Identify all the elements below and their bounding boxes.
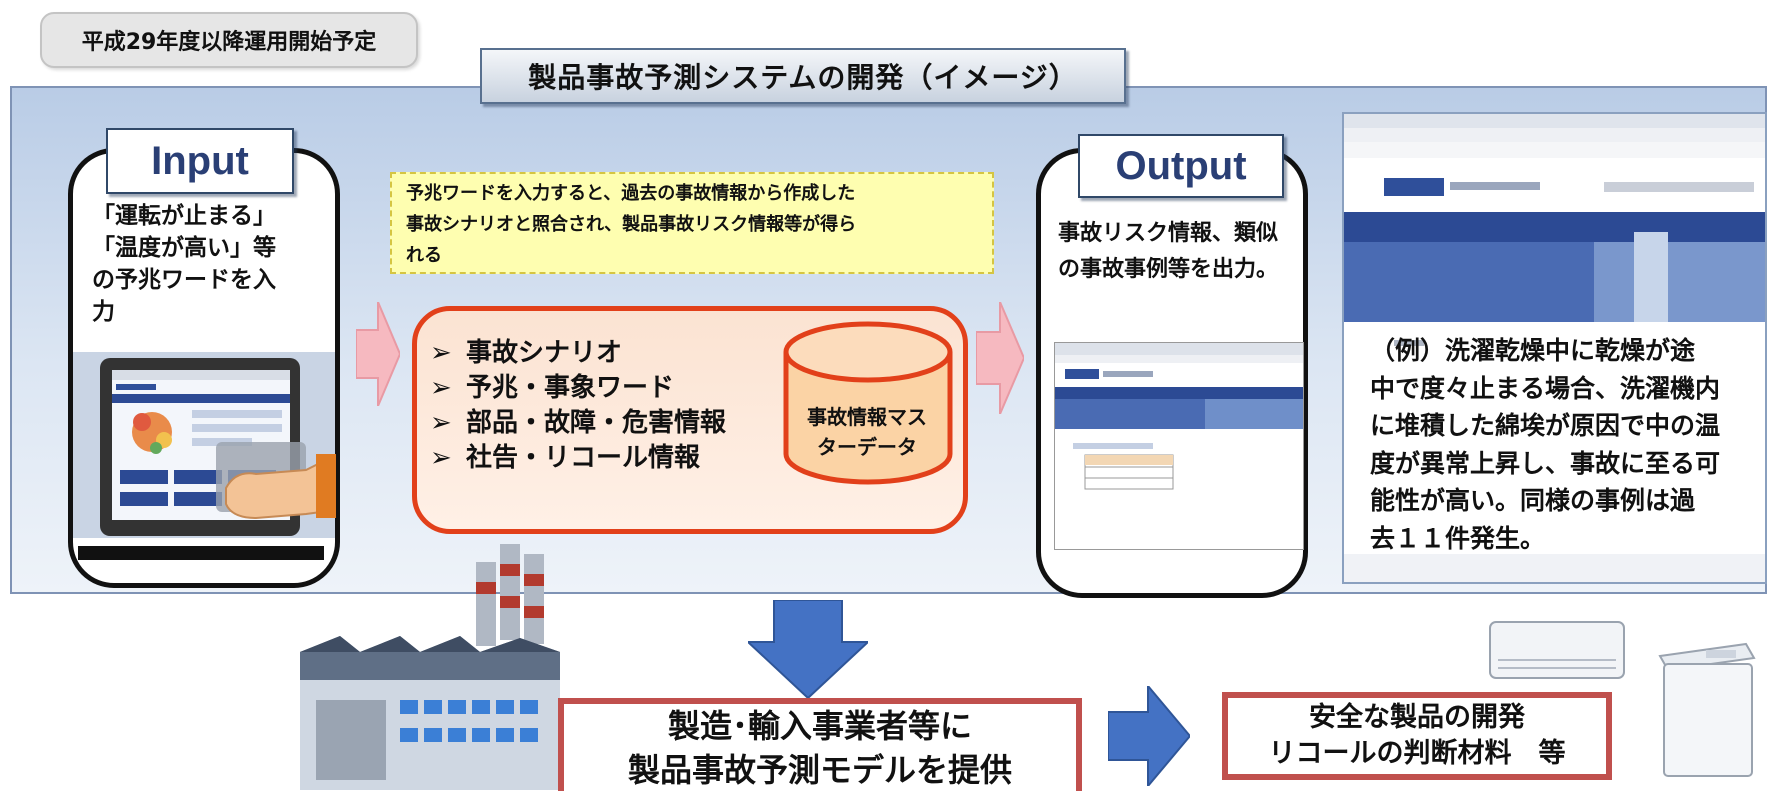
output-screenshot-illustration — [1055, 343, 1303, 490]
list-item-label: 部品・故障・危害情報 — [466, 408, 727, 438]
input-header: Input — [106, 128, 294, 194]
example-line: 度が異常上昇し、事故に至る可 — [1370, 448, 1721, 478]
bullet-icon: ➢ — [430, 408, 452, 438]
list-item: ➢ 予兆・事象ワード — [430, 371, 780, 406]
bullet-icon: ➢ — [430, 338, 452, 368]
database-cylinder-icon — [783, 321, 953, 485]
washing-machine-icon — [1658, 642, 1756, 777]
input-line: の予兆ワードを入 — [92, 267, 276, 293]
input-line: 力 — [92, 299, 115, 325]
tablet-base — [78, 546, 324, 560]
example-screenshot-illustration — [1344, 114, 1765, 582]
callout-line: れる — [406, 245, 442, 266]
output-screenshot — [1054, 342, 1304, 550]
hand-icon — [216, 442, 336, 520]
pink-arrow-right — [976, 302, 1024, 414]
list-item: ➢ 事故シナリオ — [430, 336, 780, 371]
input-line: 「温度が高い」等 — [92, 235, 276, 261]
output-header: Output — [1078, 134, 1284, 198]
provision-box: 製造･輸入事業者等に 製品事故予測モデルを提供 — [558, 698, 1082, 791]
bullet-icon: ➢ — [430, 373, 452, 403]
blue-arrow-right — [1108, 686, 1190, 786]
benefit-box: 安全な製品の開発 リコールの判断材料 等 — [1222, 692, 1612, 780]
example-line: 能性が高い。同様の事例は過 — [1370, 486, 1696, 515]
benefit-line: 安全な製品の開発 — [1309, 702, 1525, 733]
list-item-label: 予兆・事象ワード — [466, 373, 675, 403]
bullet-icon: ➢ — [430, 443, 452, 473]
callout-line: 事故シナリオと照合され、製品事故リスク情報等が得ら — [406, 214, 857, 235]
example-line: （例）洗濯乾燥中に乾燥が途 — [1370, 336, 1696, 365]
output-line: 事故リスク情報、類似 — [1058, 221, 1279, 246]
scenario-list: ➢ 事故シナリオ ➢ 予兆・事象ワード ➢ 部品・故障・危害情報 ➢ 社告・リコール情報 — [430, 336, 780, 476]
air-conditioner-icon — [1489, 621, 1625, 679]
benefit-line: リコールの判断材料 等 — [1268, 738, 1566, 769]
provision-line: 製品事故予測モデルを提供 — [627, 751, 1012, 789]
database-label-line: 事故情報マス — [807, 405, 927, 429]
database-label: 事故情報マス ターデータ — [784, 402, 950, 462]
blue-arrow-down — [748, 600, 868, 698]
callout-line: 予兆ワードを入力すると、過去の事故情報から作成した — [406, 183, 856, 204]
example-screenshot — [1342, 112, 1767, 584]
database-label-line: ターデータ — [817, 435, 917, 459]
pink-arrow-left — [356, 302, 400, 406]
input-description: 「運転が止まる」 「温度が高い」等 の予兆ワードを入 力 — [92, 200, 324, 328]
list-item: ➢ 社告・リコール情報 — [430, 441, 780, 476]
provision-line: 製造･輸入事業者等に — [667, 707, 972, 745]
list-item: ➢ 部品・故障・危害情報 — [430, 406, 780, 441]
factory-icon — [300, 544, 560, 790]
callout-note: 予兆ワードを入力すると、過去の事故情報から作成した 事故シナリオと照合され、製品… — [390, 172, 994, 274]
list-item-label: 事故シナリオ — [466, 338, 623, 368]
example-text: （例）洗濯乾燥中に乾燥が途 中で度々止まる場合、洗濯機内 に堆積した綿埃が原因で… — [1370, 332, 1742, 557]
list-item-label: 社告・リコール情報 — [466, 443, 701, 473]
output-line: の事故事例等を出力。 — [1058, 257, 1279, 282]
example-line: 中で度々止まる場合、洗濯機内 — [1370, 373, 1721, 403]
diagram-title: 製品事故予測システムの開発（イメージ） — [480, 48, 1126, 104]
output-description: 事故リスク情報、類似 の事故事例等を出力。 — [1058, 216, 1292, 288]
example-line: に堆積した綿埃が原因で中の温 — [1370, 411, 1721, 440]
example-line: 去１１件発生。 — [1370, 523, 1546, 553]
input-line: 「運転が止まる」 — [92, 203, 276, 229]
schedule-tag: 平成29年度以降運用開始予定 — [40, 12, 418, 68]
